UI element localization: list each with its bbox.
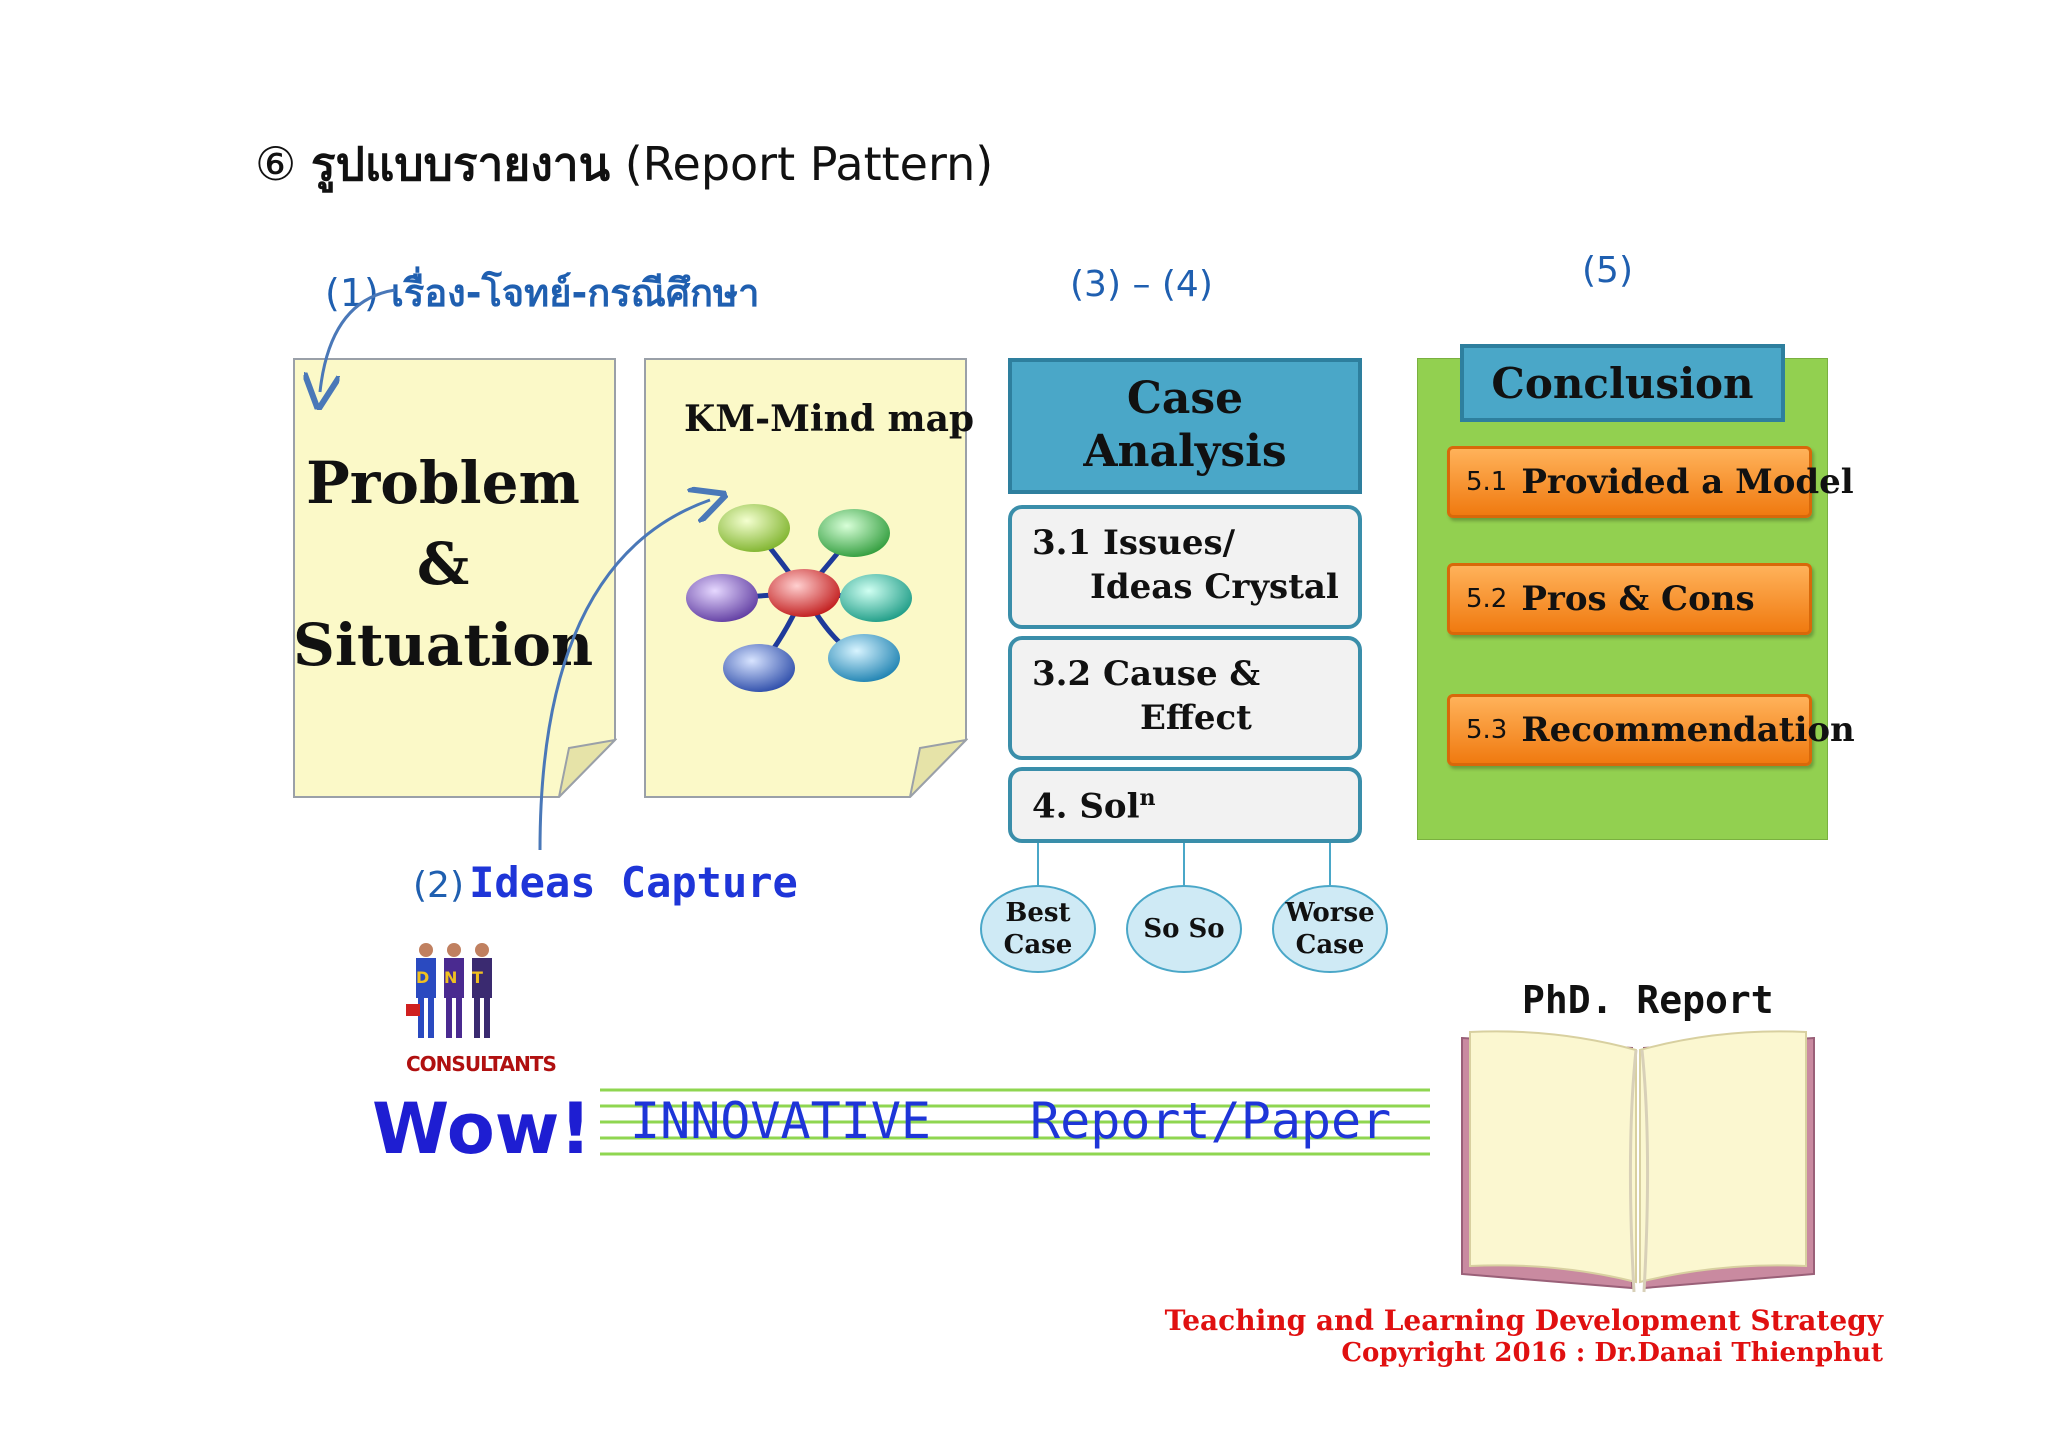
case-analysis-heading: Case Analysis bbox=[1008, 358, 1362, 494]
dnt-consultants-logo bbox=[406, 943, 492, 1038]
phd-report-label: PhD. Report bbox=[1522, 978, 1774, 1022]
outcome-best-case: Best Case bbox=[980, 885, 1096, 973]
logo-caption: CONSULTANTS bbox=[406, 1052, 557, 1076]
banner-report-paper: Report/Paper bbox=[1030, 1092, 1392, 1150]
conclusion-heading: Conclusion bbox=[1460, 344, 1785, 422]
mindmap-label: KM-Mind map bbox=[684, 398, 975, 440]
problem-note-paper bbox=[293, 358, 617, 798]
case-box-issues: 3.1 Issues/ Ideas Crystal bbox=[1008, 505, 1362, 629]
footer-strategy: Teaching and Learning Development Strate… bbox=[1164, 1304, 1883, 1337]
banner-innovative: INNOVATIVE bbox=[630, 1092, 932, 1150]
section-5-label: (5) bbox=[1582, 250, 1633, 291]
outcome-worse-case: Worse Case bbox=[1272, 885, 1388, 973]
title-english: (Report Pattern) bbox=[624, 137, 994, 191]
ideas-capture-label: (2) Ideas Capture bbox=[413, 858, 798, 907]
mindmap-note: KM-Mind map bbox=[644, 358, 974, 798]
section-1-label: (1) เรื่อง-โจทย์-กรณีศึกษา bbox=[325, 271, 760, 315]
conclusion-item-model: 5.1 Provided a Model bbox=[1447, 446, 1854, 518]
title-number: ⑥ bbox=[255, 137, 297, 191]
logo-letter-d: D bbox=[416, 968, 430, 987]
innovative-banner: INNOVATIVE Report/Paper bbox=[600, 1084, 1430, 1164]
conclusion-item-recommendation: 5.3 Recommendation bbox=[1447, 694, 1855, 766]
footer-copyright: Copyright 2016 : Dr.Danai Thienphut bbox=[1341, 1338, 1883, 1368]
case-box-cause-effect: 3.2 Cause & Effect bbox=[1008, 636, 1362, 760]
wow-text: Wow! bbox=[372, 1088, 592, 1170]
page-title: ⑥ รูปแบบรายงาน (Report Pattern) bbox=[255, 128, 993, 201]
mindmap-graphic bbox=[686, 504, 912, 692]
open-book-icon bbox=[1461, 1030, 1815, 1293]
logo-letter-t: T bbox=[472, 968, 483, 987]
case-box-solution: 4. Soln bbox=[1008, 767, 1362, 843]
conclusion-item-pros-cons: 5.2 Pros & Cons bbox=[1447, 563, 1812, 635]
banner-lines bbox=[600, 1088, 1430, 1156]
section-3-4-label: (3) – (4) bbox=[1070, 264, 1213, 305]
title-thai: รูปแบบรายงาน bbox=[310, 137, 611, 191]
problem-note-text: Problem & Situation bbox=[293, 449, 594, 680]
logo-letter-n: N bbox=[444, 968, 458, 987]
outcome-so-so: So So bbox=[1126, 885, 1242, 973]
problem-note: Problem & Situation bbox=[293, 358, 617, 798]
